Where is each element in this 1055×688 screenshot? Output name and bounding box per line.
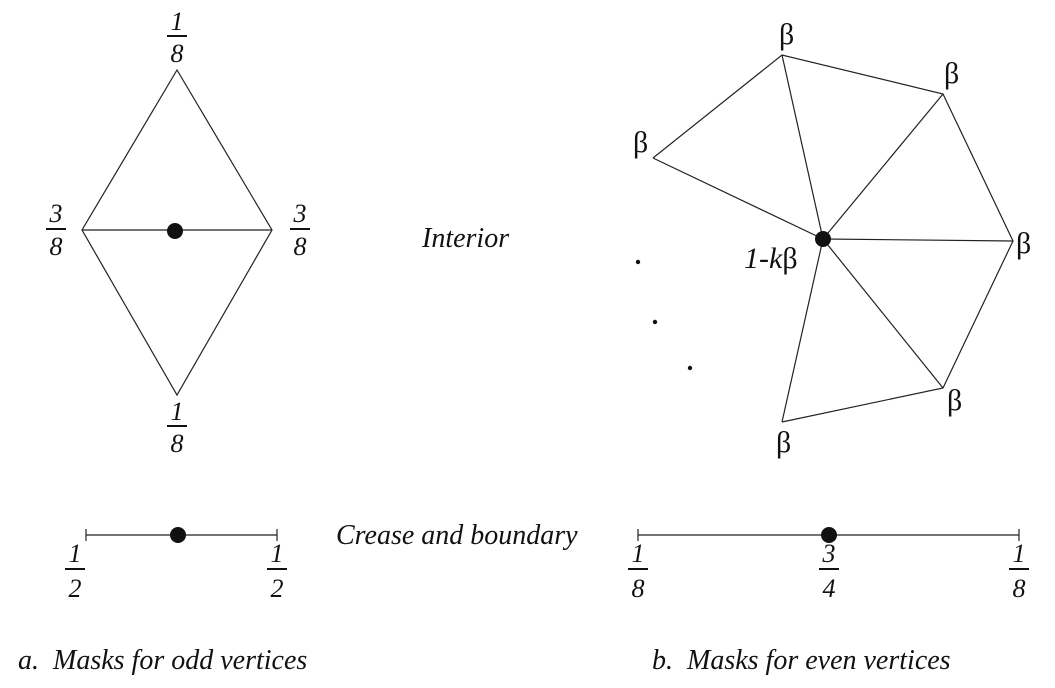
odd-interior-vertex-dot bbox=[167, 223, 183, 239]
odd-right-weight: 3 8 bbox=[290, 199, 310, 261]
even-fan-spoke bbox=[822, 238, 944, 389]
even-fan-spoke bbox=[781, 238, 824, 423]
odd-crease-mask: 1 2 1 2 bbox=[65, 527, 287, 603]
odd-top-weight: 1 8 bbox=[167, 7, 187, 68]
beta-weight-label: β bbox=[779, 18, 794, 51]
odd-interior-mask: 1 8 3 8 3 8 1 8 bbox=[46, 7, 310, 458]
fraction-numerator: 3 bbox=[49, 199, 63, 228]
even-fan-spoke bbox=[822, 93, 944, 240]
fraction-numerator: 3 bbox=[293, 199, 307, 228]
caption-even-vertices: b. Masks for even vertices bbox=[652, 645, 951, 676]
even-interior-mask: β β β β β β 1-kβ bbox=[633, 18, 1031, 459]
odd-left-weight: 3 8 bbox=[46, 199, 66, 261]
ellipsis-dot bbox=[652, 319, 658, 325]
beta-weight-label: β bbox=[947, 384, 962, 417]
odd-crease-right-weight: 1 2 bbox=[267, 539, 287, 603]
fraction-numerator: 1 bbox=[171, 397, 184, 426]
even-fan-spoke bbox=[781, 54, 824, 240]
even-crease-mask: 1 8 3 4 1 8 bbox=[628, 527, 1029, 603]
fraction-denominator: 4 bbox=[823, 574, 836, 603]
fraction-numerator: 1 bbox=[69, 539, 82, 568]
odd-bottom-weight: 1 8 bbox=[167, 397, 187, 458]
even-crease-vertex-dot bbox=[821, 527, 837, 543]
even-crease-right-weight: 1 8 bbox=[1009, 539, 1029, 603]
odd-crease-vertex-dot bbox=[170, 527, 186, 543]
fraction-denominator: 8 bbox=[632, 574, 645, 603]
beta-weight-label: β bbox=[633, 126, 648, 159]
odd-diamond-outline bbox=[81, 68, 273, 397]
fraction-numerator: 1 bbox=[171, 7, 184, 36]
center-weight-label: 1-kβ bbox=[744, 242, 798, 275]
fraction-denominator: 8 bbox=[50, 232, 63, 261]
fraction-numerator: 1 bbox=[271, 539, 284, 568]
beta-weight-label: β bbox=[776, 426, 791, 459]
even-crease-left-weight: 1 8 bbox=[628, 539, 648, 603]
fraction-denominator: 8 bbox=[1013, 574, 1026, 603]
fraction-denominator: 2 bbox=[69, 574, 82, 603]
fraction-numerator: 3 bbox=[822, 539, 836, 568]
even-fan-outline bbox=[652, 54, 1014, 423]
fraction-denominator: 2 bbox=[271, 574, 284, 603]
fraction-denominator: 8 bbox=[294, 232, 307, 261]
beta-weight-label: β bbox=[944, 57, 959, 90]
fraction-numerator: 1 bbox=[1013, 539, 1026, 568]
beta-weight-label: β bbox=[1016, 227, 1031, 260]
even-crease-center-weight: 3 4 bbox=[819, 539, 839, 603]
even-interior-vertex-dot bbox=[815, 231, 831, 247]
fraction-numerator: 1 bbox=[632, 539, 645, 568]
fraction-denominator: 8 bbox=[171, 39, 184, 68]
center-weight-prefix: 1- bbox=[744, 242, 769, 275]
center-weight-k: k bbox=[769, 242, 783, 275]
center-weight-beta: β bbox=[782, 242, 797, 275]
caption-odd-vertices: a. Masks for odd vertices bbox=[18, 645, 307, 676]
fraction-denominator: 8 bbox=[171, 429, 184, 458]
odd-crease-left-weight: 1 2 bbox=[65, 539, 85, 603]
crease-boundary-label: Crease and boundary bbox=[336, 520, 578, 551]
even-fan-spoke bbox=[652, 157, 824, 240]
ellipsis-dot bbox=[635, 259, 641, 265]
ellipsis-dot bbox=[687, 365, 693, 371]
even-fan-spoke bbox=[822, 238, 1014, 242]
interior-label: Interior bbox=[421, 223, 509, 254]
